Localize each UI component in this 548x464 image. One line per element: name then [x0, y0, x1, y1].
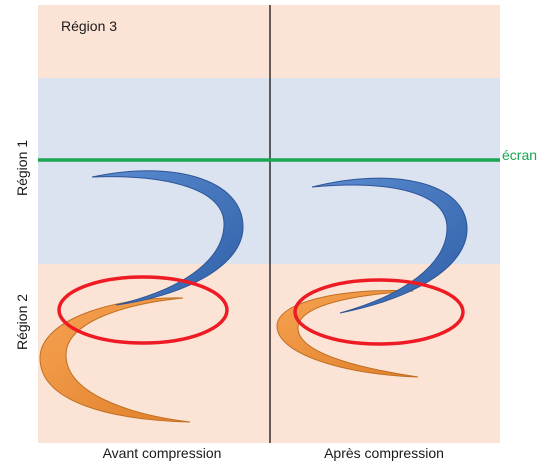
right-orange-crescent [276, 290, 419, 378]
left-ellipse [57, 275, 229, 345]
right-blue-crescent [311, 177, 468, 314]
left-panel [39, 170, 244, 423]
screen-label: écran [502, 147, 537, 163]
right-ellipse [293, 278, 465, 346]
left-blue-crescent [91, 170, 244, 306]
region1-label: Région 1 [14, 140, 30, 196]
region3-label: Région 3 [61, 18, 117, 34]
right-panel-label: Après compression [324, 445, 444, 461]
left-panel-label: Avant compression [103, 445, 222, 461]
region2-band [38, 264, 500, 443]
region1-band [38, 78, 500, 264]
region2-label: Région 2 [14, 294, 30, 350]
right-panel [276, 177, 468, 378]
region3-band [38, 5, 500, 78]
